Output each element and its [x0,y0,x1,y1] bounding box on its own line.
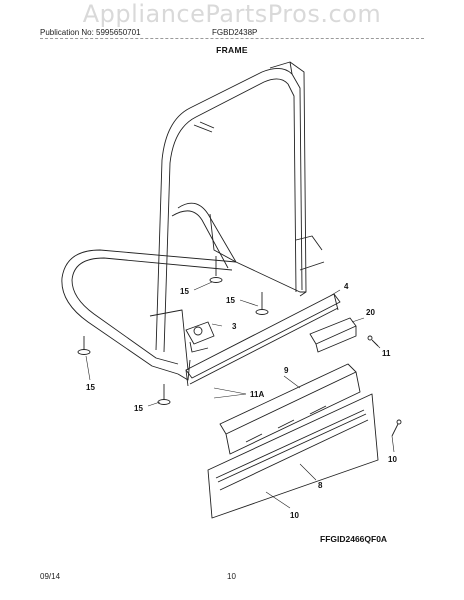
kick-plate-upper [219,363,361,455]
callout-15-lower: 15 [134,404,143,413]
tub-frame-upright [155,61,325,353]
callout-15-left: 15 [86,383,95,392]
screw-right [391,419,402,437]
toe-panel [207,393,379,519]
leader-lines [85,281,395,509]
callout-20: 20 [366,308,375,317]
leveling-leg-middle [255,292,269,315]
callout-9: 9 [284,366,289,375]
front-rail [185,293,341,387]
callout-15-middle: 15 [226,296,235,305]
page-number: 10 [227,572,236,581]
section-title: FRAME [216,45,248,55]
callout-8: 8 [318,481,323,490]
model-number: FGBD2438P [212,28,258,37]
footer-date: 09/14 [40,572,61,581]
site-watermark: AppliancePartsPros.com [82,0,382,28]
leveling-leg-left [77,336,91,355]
callout-4: 4 [344,282,349,291]
callout-11a: 11A [250,390,264,399]
callout-10-lower: 10 [290,511,299,520]
header-rule [40,38,424,39]
leveling-leg-upper [209,256,223,283]
callout-11: 11 [382,349,391,358]
callout-15-upper: 15 [180,287,189,296]
leveling-leg-lower [157,384,171,405]
callout-10-right: 10 [388,455,397,464]
bracket-20 [309,317,357,353]
tub-frame-base [61,202,306,381]
callout-3: 3 [232,322,237,331]
publication-number: Publication No: 5995650701 [40,28,141,37]
inlet-valve-bracket [185,321,215,353]
figure-id: FFGID2466QF0A [320,534,388,544]
